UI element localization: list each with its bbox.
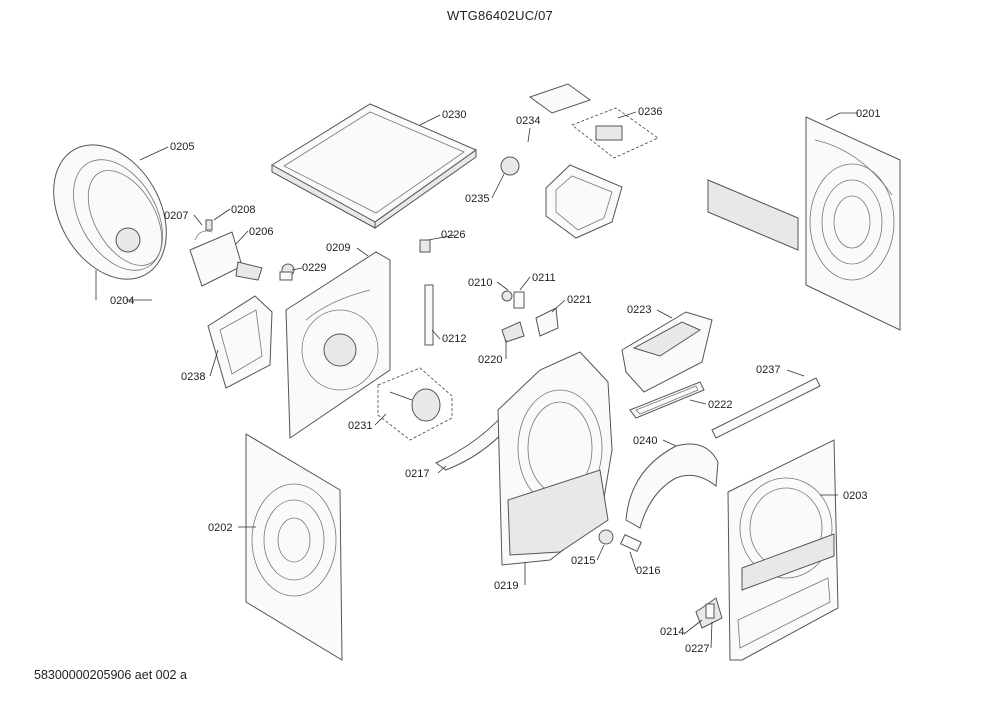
label-0203: 0203 (843, 490, 867, 502)
label-0227: 0227 (685, 643, 709, 655)
label-0226: 0226 (441, 229, 465, 241)
label-0231: 0231 (348, 420, 372, 432)
part-0215-0216 (598, 529, 642, 552)
part-left-side-panel (245, 433, 343, 661)
part-bracket-0238 (207, 295, 273, 389)
label-0209: 0209 (326, 242, 350, 254)
label-0201: 0201 (856, 108, 880, 120)
label-0211: 0211 (532, 272, 556, 284)
part-small-fittings (501, 290, 559, 343)
label-0216: 0216 (636, 565, 660, 577)
part-duct-0240 (625, 443, 719, 529)
label-0238: 0238 (181, 371, 205, 383)
part-front-shield (497, 351, 613, 566)
label-0219: 0219 (494, 580, 518, 592)
label-0220: 0220 (478, 354, 502, 366)
part-gasket (629, 381, 705, 419)
part-0229 (279, 263, 295, 281)
label-0221: 0221 (567, 294, 591, 306)
label-0223: 0223 (627, 304, 651, 316)
label-0234: 0234 (516, 115, 540, 127)
label-0205: 0205 (170, 141, 194, 153)
diagram-title: WTG86402UC/07 (447, 8, 553, 23)
label-0229: 0229 (302, 262, 326, 274)
leader-lines (95, 111, 858, 649)
part-front-panel (727, 439, 839, 661)
part-top-cover (271, 103, 478, 229)
part-labels: 0201 0202 0203 0204 0205 0206 0207 0208 … (110, 106, 880, 655)
part-back-panel (285, 251, 391, 439)
part-rail-0212 (424, 284, 434, 346)
label-0230: 0230 (442, 109, 466, 121)
label-0212: 0212 (442, 333, 466, 345)
label-0206: 0206 (249, 226, 273, 238)
diagram-footer-code: 58300000205906 aet 002 a (34, 668, 187, 682)
part-right-side-panel (707, 116, 901, 331)
label-0235: 0235 (465, 193, 489, 205)
label-0217: 0217 (405, 468, 429, 480)
part-filter-housing (621, 311, 713, 393)
label-0236: 0236 (638, 106, 662, 118)
part-control-assembly (189, 219, 263, 287)
part-0214-0227 (695, 597, 723, 629)
label-0240: 0240 (633, 435, 657, 447)
label-0214: 0214 (660, 626, 684, 638)
label-0215: 0215 (571, 555, 595, 567)
part-strip-0237 (711, 377, 821, 439)
label-0210: 0210 (468, 277, 492, 289)
part-top-center-group (500, 83, 659, 239)
label-0207: 0207 (164, 210, 188, 222)
label-0202: 0202 (208, 522, 232, 534)
part-door-seal (53, 144, 167, 280)
label-0237: 0237 (756, 364, 780, 376)
label-0204: 0204 (110, 295, 134, 307)
part-0226 (419, 239, 431, 253)
label-0222: 0222 (708, 399, 732, 411)
part-fan-assembly (377, 367, 453, 441)
label-0208: 0208 (231, 204, 255, 216)
